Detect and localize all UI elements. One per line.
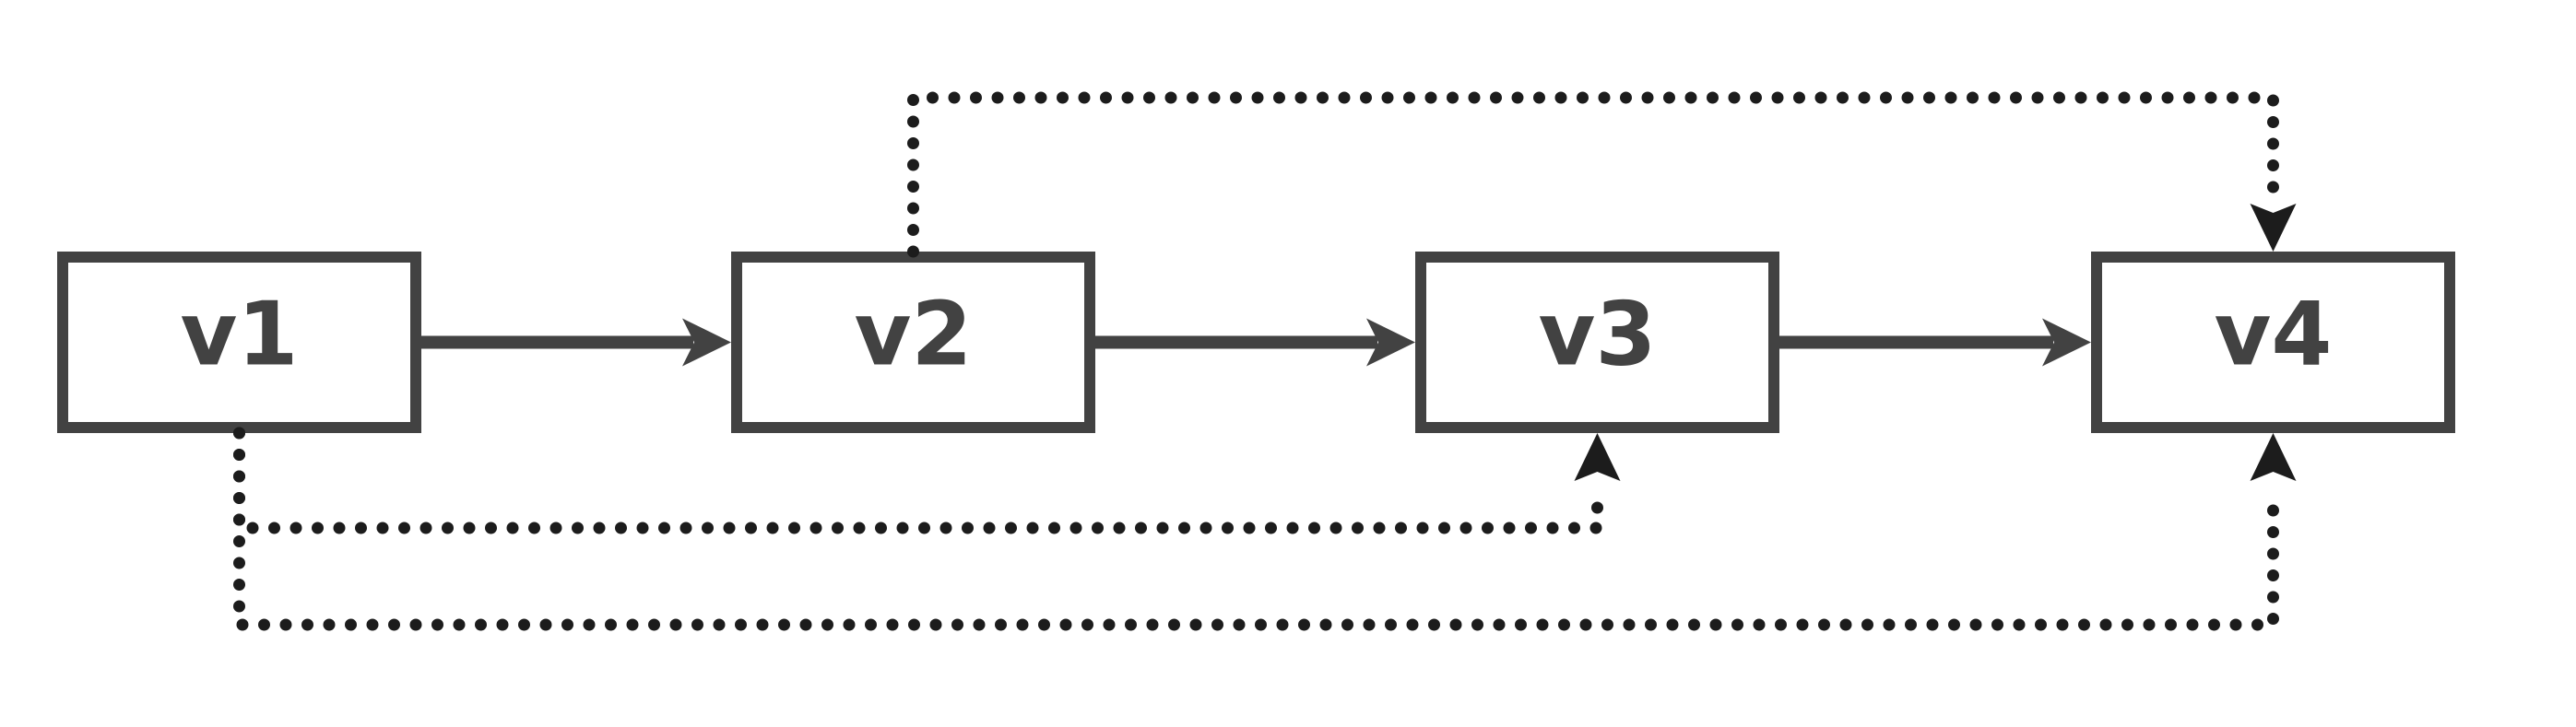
arrowhead-v2-v3 [1366,318,1415,367]
node-v3 [1415,252,1779,433]
edge-v1-v4 [233,427,2279,631]
arrowhead-v1-v4 [2250,433,2297,481]
node-v4 [2091,252,2455,433]
arrowhead-v3-v4 [2042,318,2091,367]
arrowhead-v2-v4 [2250,204,2297,252]
node-v3-label: v3 [1538,285,1656,386]
node-v4-label: v4 [2214,285,2332,386]
arrowhead-v1-v2 [682,318,731,367]
node-v2-label: v2 [854,285,972,386]
node-v1-label: v1 [180,285,298,386]
node-v2 [731,252,1095,433]
arrowhead-v1-v3 [1574,433,1621,481]
edge-v1-v3 [233,427,1603,534]
edge-v2-v4 [907,91,2279,258]
